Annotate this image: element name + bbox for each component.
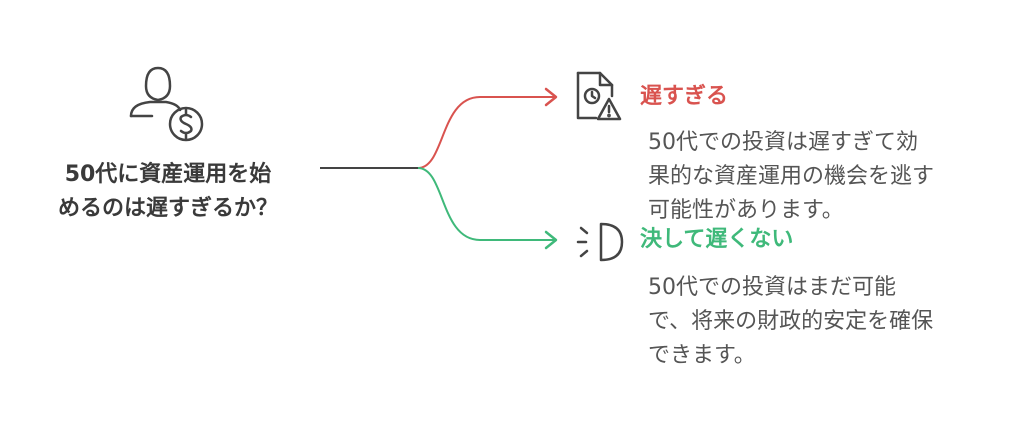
person-dollar-icon: [129, 66, 204, 142]
ok-arrow-head: [544, 230, 558, 250]
late-branch-description: 50代での投資は遅すぎて効 果的な資産運用の機会を逃す 可能性があります。: [648, 126, 934, 228]
late-arrow-head: [544, 87, 558, 107]
ok-branch-connector: [417, 167, 556, 241]
ok-description-line-2: で、将来の財政的安定を確保: [648, 309, 934, 334]
root-question: 50代に資産運用を始 めるのは遅すぎるか？: [28, 158, 308, 226]
ok-branch-title: 決して遅くない: [640, 227, 794, 252]
late-branch-connector: [417, 96, 556, 169]
sunrise-icon: [576, 222, 624, 262]
ok-branch-description: 50代での投資はまだ可能 で、将来の財政的安定を確保 できます。: [648, 271, 933, 373]
late-description-line-3: 可能性があります。: [648, 198, 844, 223]
late-description-line-2: 果的な資産運用の機会を逃す: [648, 164, 935, 189]
document-warning-icon: [576, 71, 622, 121]
root-question-line-1: 50代に資産運用を始: [64, 162, 272, 187]
ok-description-line-1: 50代での投資はまだ可能: [648, 275, 896, 300]
ok-description-line-3: できます。: [648, 343, 756, 368]
root-question-line-2: めるのは遅すぎるか？: [57, 196, 278, 221]
late-description-line-1: 50代での投資は遅すぎて効: [648, 130, 918, 155]
late-branch-title: 遅すぎる: [640, 84, 729, 109]
